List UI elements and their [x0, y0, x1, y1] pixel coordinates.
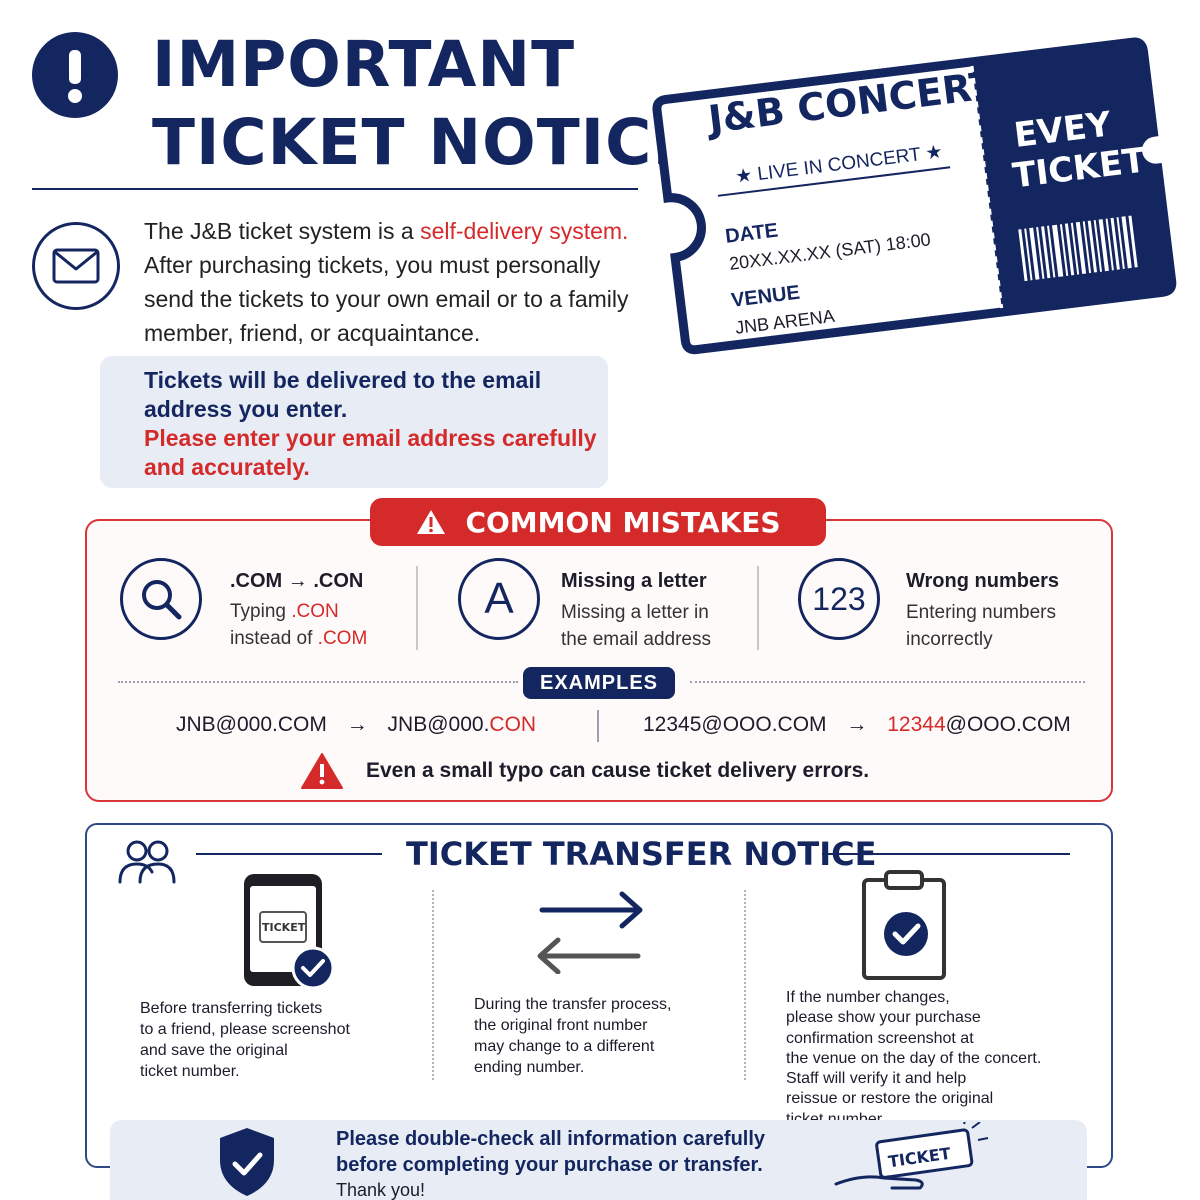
barcode	[1018, 215, 1138, 282]
common-mistakes-banner: COMMON MISTAKES	[370, 498, 826, 546]
warning-icon	[301, 753, 343, 789]
arrow-right-icon: →	[346, 713, 368, 736]
step-line: to a friend, please screenshot	[140, 1021, 350, 1038]
footer-line: Please double-check all information care…	[336, 1128, 766, 1150]
transfer-notice-title: TICKET TRANSFER NOTICE	[406, 835, 877, 873]
transfer-arrows-icon	[534, 890, 646, 979]
step-line: and save the original	[140, 1042, 288, 1059]
star-icon: ★	[734, 164, 754, 188]
delivery-warning-line: Please enter your email address carefull…	[144, 425, 597, 480]
typo-warning: Even a small typo can cause ticket deliv…	[300, 752, 869, 790]
transfer-step-1-text: Before transferring tickets to a friend,…	[140, 998, 420, 1082]
step-line: Before transferring tickets	[140, 1000, 323, 1017]
desc-text: Typing	[230, 601, 292, 622]
desc-text: instead of	[230, 628, 318, 649]
footer-message: Please double-check all information care…	[336, 1126, 765, 1178]
warning-icon	[417, 510, 446, 534]
mail-icon	[32, 222, 120, 310]
delivery-notice-box: Tickets will be delivered to the email a…	[100, 356, 608, 488]
delivery-notice-line: Tickets will be delivered to the email a…	[144, 367, 542, 422]
typo-warning-text: Even a small typo can cause ticket deliv…	[366, 759, 870, 782]
transfer-step-divider	[432, 890, 434, 1080]
intro-text-start: The J&B ticket system is a	[144, 218, 421, 244]
transfer-title-rule-left	[196, 853, 382, 855]
hand-ticket-icon	[832, 1117, 992, 1200]
mistake-wrong-numbers-desc: Entering numbers incorrectly	[906, 599, 1086, 653]
desc-line: incorrectly	[906, 629, 993, 650]
step-line: ending number.	[474, 1059, 585, 1076]
desc-highlight: .COM	[317, 628, 368, 649]
search-icon	[120, 558, 202, 640]
page-title: IMPORTANT TICKET NOTICE	[152, 26, 696, 182]
step-line: reissue or restore the original	[786, 1090, 994, 1108]
shield-check-icon	[216, 1126, 278, 1200]
desc-line: Missing a letter in	[561, 602, 709, 623]
examples-label: EXAMPLES	[523, 667, 675, 699]
step-line: confirmation screenshot at	[786, 1029, 974, 1047]
letter-a-icon: A	[458, 558, 540, 640]
star-icon: ★	[924, 141, 944, 165]
step-line: If the number changes,	[786, 989, 950, 1006]
example-original: JNB@000.COM	[176, 713, 327, 736]
examples-divider-left	[118, 681, 518, 683]
title-line-2: TICKET NOTICE	[152, 106, 697, 179]
users-icon	[116, 838, 176, 891]
step-line: the venue on the day of the concert.	[786, 1049, 1042, 1067]
footer-line: before completing your purchase or trans…	[336, 1154, 763, 1176]
phone-ticket-label: TICKET	[262, 921, 306, 934]
transfer-step-divider	[744, 890, 746, 1080]
mistake-com-con-title: .COM → .CON	[230, 570, 364, 592]
phone-ticket-icon	[240, 872, 340, 997]
step-line: the original front number	[474, 1017, 648, 1034]
desc-line: Entering numbers	[906, 602, 1056, 623]
intro-highlight: self-delivery system.	[420, 218, 629, 244]
example-typo: JNB@000.	[387, 713, 490, 736]
mistake-missing-letter-desc: Missing a letter in the email address	[561, 599, 751, 653]
transfer-step-2-text: During the transfer process, the origina…	[474, 994, 734, 1078]
desc-highlight: .CON	[291, 601, 339, 622]
example-com-con: JNB@000.COM → JNB@000.CON	[176, 713, 536, 737]
intro-paragraph: The J&B ticket system is a self-delivery…	[144, 214, 644, 350]
example-typo-highlight: 12344	[887, 713, 946, 736]
example-typo: @OOO.COM	[945, 713, 1071, 736]
transfer-step-3-text: If the number changes, please show your …	[786, 988, 1086, 1130]
title-line-1: IMPORTANT	[152, 28, 576, 101]
example-wrong-number: 12345@OOO.COM → 12344@OOO.COM	[643, 713, 1071, 737]
numbers-icon: 123	[798, 558, 880, 640]
alert-icon	[32, 32, 118, 118]
clipboard-check-icon	[860, 866, 952, 987]
step-line: Staff will verify it and help	[786, 1070, 967, 1088]
mistake-missing-letter-title: Missing a letter	[561, 570, 707, 592]
intro-text-end: After purchasing tickets, you must perso…	[144, 252, 629, 346]
common-mistakes-title: COMMON MISTAKES	[465, 505, 781, 539]
example-original: 12345@OOO.COM	[643, 713, 827, 736]
step-line: may change to a different	[474, 1038, 655, 1055]
step-line: ticket number.	[140, 1063, 240, 1080]
transfer-title-rule-right	[822, 853, 1070, 855]
mistake-divider	[757, 566, 759, 650]
footer-thanks: Thank you!	[336, 1180, 426, 1200]
mistake-divider	[416, 566, 418, 650]
examples-divider	[597, 710, 599, 742]
concert-ticket	[650, 0, 1200, 390]
arrow-right-icon: →	[846, 713, 868, 736]
desc-line: the email address	[561, 629, 711, 650]
ticket-stub-text: EVEY TICKET	[1006, 104, 1147, 196]
step-line: please show your purchase	[786, 1009, 981, 1027]
example-typo-highlight: CON	[489, 713, 537, 736]
title-divider	[32, 188, 638, 190]
mistake-wrong-numbers-title: Wrong numbers	[906, 570, 1059, 592]
step-line: During the transfer process,	[474, 996, 672, 1013]
examples-divider-right	[690, 681, 1085, 683]
mistake-com-con-desc: Typing .CON instead of .COM	[230, 598, 400, 652]
